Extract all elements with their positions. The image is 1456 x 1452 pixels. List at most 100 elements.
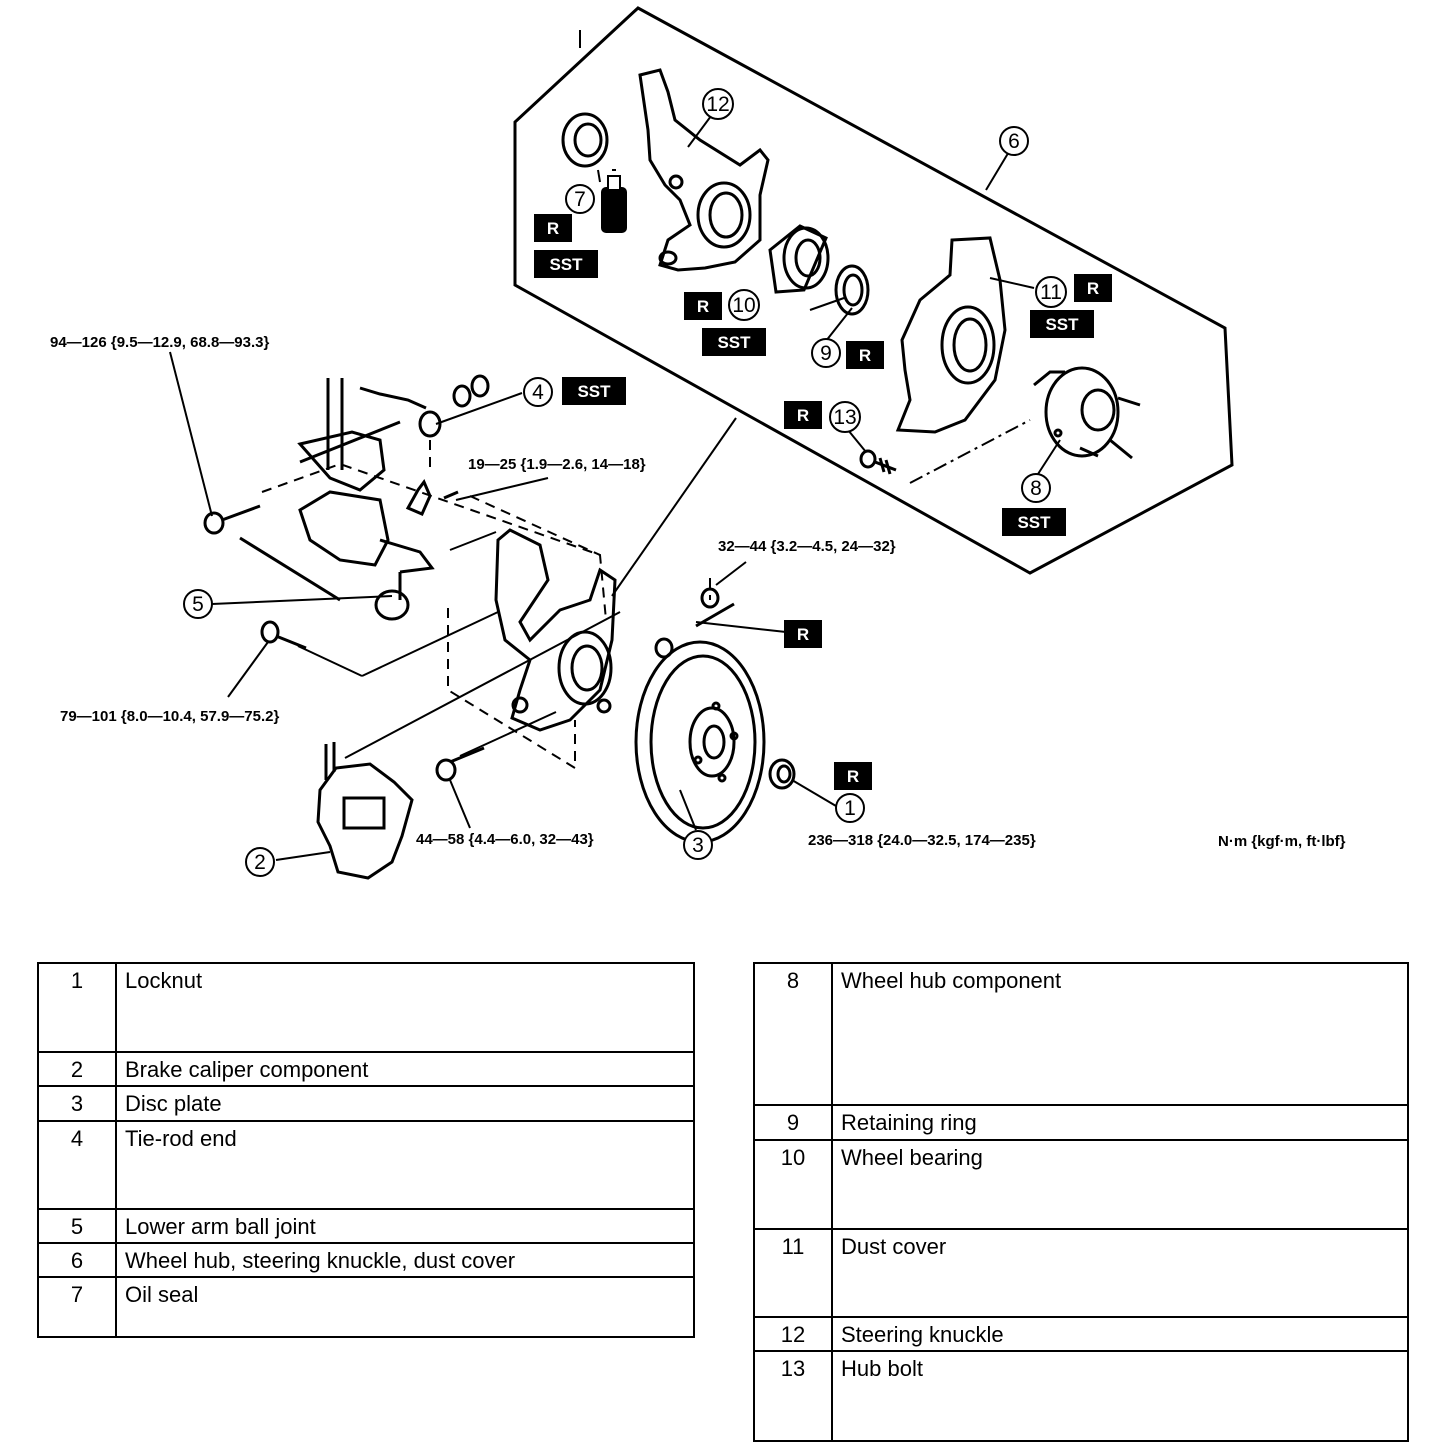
part-number: 13 [753,1350,833,1442]
callout-13: 13 [829,401,861,433]
part-number: 4 [37,1120,117,1210]
tag-r-13: R [784,401,822,429]
torque-32-44: 32—44 {3.2—4.5, 24—32} [718,538,896,555]
table-row: 6 Wheel hub, steering knuckle, dust cove… [37,1242,695,1278]
svg-text:SST: SST [549,255,583,274]
table-row: 9 Retaining ring [753,1104,1409,1141]
svg-text:R: R [847,767,859,786]
table-row: 7 Oil seal [37,1276,695,1338]
callout-9: 9 [811,338,841,368]
wheel-hub-drawing [1033,366,1141,460]
fasteners-drawing [203,504,735,782]
part-name: Tie-rod end [115,1120,695,1210]
part-name: Lower arm ball joint [115,1208,695,1244]
callout-10: 10 [728,289,760,321]
torque-236-318: 236—318 {24.0—32.5, 174—235} [808,832,1036,849]
tag-sst-10: SST [702,328,766,356]
part-number: 11 [753,1228,833,1318]
part-name: Steering knuckle [831,1316,1409,1352]
part-number: 9 [753,1104,833,1141]
callout-7: 7 [565,184,595,214]
disc-plate-drawing [634,640,766,844]
part-name: Wheel bearing [831,1139,1409,1230]
svg-text:SST: SST [577,382,611,401]
grease-tube-drawing [601,169,627,233]
tag-r-9: R [846,341,884,369]
callout-4: 4 [523,377,553,407]
svg-text:10: 10 [732,294,755,317]
hub-bolt-drawing [859,449,897,475]
callout-12: 12 [702,88,734,120]
part-number: 8 [753,962,833,1106]
part-name: Hub bolt [831,1350,1409,1442]
svg-text:3: 3 [692,834,704,857]
svg-text:R: R [797,625,809,644]
svg-text:4: 4 [532,381,544,404]
part-name: Brake caliper component [115,1051,695,1087]
svg-text:1: 1 [844,797,856,820]
tag-sst-11: SST [1030,310,1094,338]
torque-19-25: 19—25 {1.9—2.6, 14—18} [468,456,646,473]
tag-r-1: R [834,762,872,790]
lower-arm-drawing [239,490,435,621]
callout-1: 1 [835,793,865,823]
part-number: 1 [37,962,117,1053]
tag-r-10: R [684,292,722,320]
part-number: 10 [753,1139,833,1230]
part-name: Wheel hub component [831,962,1409,1106]
tie-rod-drawing [299,374,490,464]
strut-drawing [297,378,386,492]
parts-table-left: 1 Locknut 2 Brake caliper component 3 Di… [37,962,695,1338]
svg-text:2: 2 [254,851,266,874]
svg-text:R: R [1087,279,1099,298]
callout-8: 8 [1021,473,1051,503]
part-number: 2 [37,1051,117,1087]
svg-text:5: 5 [192,593,204,616]
assembly-dashed-lines [261,440,711,770]
brake-hose-bracket-drawing [405,479,459,516]
svg-text:6: 6 [1008,130,1020,153]
tag-r-11: R [1074,274,1112,302]
svg-text:7: 7 [574,188,586,211]
parts-table-right: 8 Wheel hub component 9 Retaining ring 1… [753,962,1409,1442]
tag-r-7: R [534,214,572,242]
part-number: 12 [753,1316,833,1352]
part-name: Locknut [115,962,695,1053]
table-row: 3 Disc plate [37,1085,695,1122]
part-number: 7 [37,1276,117,1338]
svg-text:R: R [697,297,709,316]
torque-94-126: 94—126 {9.5—12.9, 68.8—93.3} [50,334,269,351]
callout-11: 11 [1035,276,1067,308]
svg-text:SST: SST [717,333,751,352]
wheel-bearing-drawing [768,224,830,294]
tag-sst-4: SST [562,377,626,405]
callout-6: 6 [999,126,1029,156]
tag-sst-8: SST [1002,508,1066,536]
callout-5: 5 [183,589,213,619]
svg-text:12: 12 [706,93,729,116]
tag-sst-7: SST [534,250,598,278]
retaining-ring-drawing [834,264,870,316]
callout-2: 2 [245,847,275,877]
subassembly-6-boundary [513,6,1234,575]
exploded-view-diagram: 1 2 3 4 5 6 7 8 9 10 11 12 [50,6,1346,880]
part-name: Oil seal [115,1276,695,1338]
part-name: Dust cover [831,1228,1409,1318]
table-row: 2 Brake caliper component [37,1051,695,1087]
tag-r-cotter: R [784,620,822,648]
svg-text:R: R [797,406,809,425]
svg-text:13: 13 [833,406,856,429]
table-row: 8 Wheel hub component [753,962,1409,1106]
steering-knuckle-drawing [638,68,770,272]
svg-text:SST: SST [1017,513,1051,532]
torque-44-58: 44—58 {4.4—6.0, 32—43} [416,831,594,848]
part-name: Retaining ring [831,1104,1409,1141]
torque-79-101: 79—101 {8.0—10.4, 57.9—75.2} [60,708,279,725]
oil-seal-drawing [561,112,609,168]
part-name: Disc plate [115,1085,695,1122]
table-row: 10 Wheel bearing [753,1139,1409,1230]
knuckle-main-drawing [494,528,617,732]
table-row: 12 Steering knuckle [753,1316,1409,1352]
table-row: 1 Locknut [37,962,695,1053]
locknut-drawing [768,758,796,790]
